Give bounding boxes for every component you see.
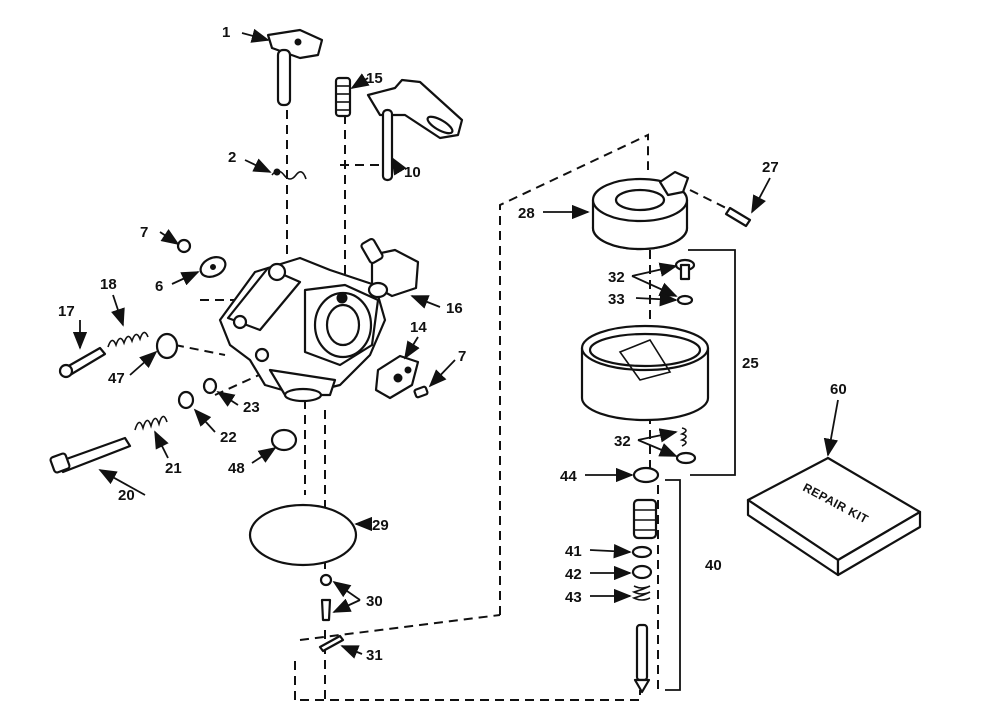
spring-part-32-bottom [675,427,697,465]
callout-31: 31 [366,647,383,664]
callout-27: 27 [762,159,779,176]
plug-part-47 [155,332,179,360]
screw-part-7-left [176,238,192,254]
needle-part-30 [319,573,333,622]
callout-48: 48 [228,460,245,477]
callout-25: 25 [742,355,759,372]
callout-44: 44 [560,468,577,485]
callout-33: 33 [608,291,625,308]
washer-part-23 [202,377,218,395]
fuel-fitting-part-16 [360,237,420,299]
callout-1: 1 [222,24,230,41]
gasket-part-29 [248,503,358,567]
screw-part-7-right [413,385,429,399]
leader-lines [72,28,839,659]
pin-part-31 [318,634,345,653]
callout-7-right: 7 [458,348,466,365]
washer-part-22 [177,390,195,410]
callout-21: 21 [165,460,182,477]
callout-30: 30 [366,593,383,610]
callout-15: 15 [366,70,383,87]
needle-part-20 [49,436,132,474]
washer-part-41 [631,545,653,559]
screw-part-17 [58,346,107,379]
callout-28: 28 [518,205,535,222]
pin-part-27 [724,206,752,228]
washer-part-42 [631,564,653,580]
callout-17: 17 [58,303,75,320]
screw-part-15 [334,76,352,118]
callout-22: 22 [220,429,237,446]
spring-part-2 [271,168,307,180]
float-part-28 [591,170,690,251]
needle-part-40 [633,623,651,694]
callout-23: 23 [243,399,260,416]
bracket-lines [665,249,736,691]
spring-part-43 [631,585,651,601]
bowl-nut-assembly [632,498,658,540]
needle-part-32-top [674,258,696,281]
callout-60: 60 [830,381,847,398]
callout-32-bottom: 32 [614,433,631,450]
callout-29: 29 [372,517,389,534]
callout-labels: 1 2 7 6 17 18 47 20 21 22 23 48 15 10 16… [58,24,847,664]
callout-41: 41 [565,543,582,560]
callout-16: 16 [446,300,463,317]
callout-32-top: 32 [608,269,625,286]
spring-part-21 [134,415,168,431]
washer-part-33 [676,294,694,306]
washer-part-44 [632,466,660,484]
callout-20: 20 [118,487,135,504]
callout-2: 2 [228,149,236,166]
choke-shaft-part-10 [366,78,464,182]
callout-10: 10 [404,164,421,181]
callout-7-left: 7 [140,224,148,241]
callout-40: 40 [705,557,722,574]
spring-part-18 [107,331,149,348]
plug-part-48 [270,428,298,452]
callout-18: 18 [100,276,117,293]
callout-43: 43 [565,589,582,606]
callout-42: 42 [565,566,582,583]
carburetor-body [218,256,387,403]
throttle-shaft-part-1 [266,28,324,107]
callout-6: 6 [155,278,163,295]
callout-47: 47 [108,370,125,387]
plate-part-14 [374,354,420,400]
callout-14: 14 [410,319,427,336]
repair-kit-part-60: REPAIR KIT [746,456,922,577]
washer-part-6 [199,256,227,278]
bowl-part-25 [580,324,710,422]
